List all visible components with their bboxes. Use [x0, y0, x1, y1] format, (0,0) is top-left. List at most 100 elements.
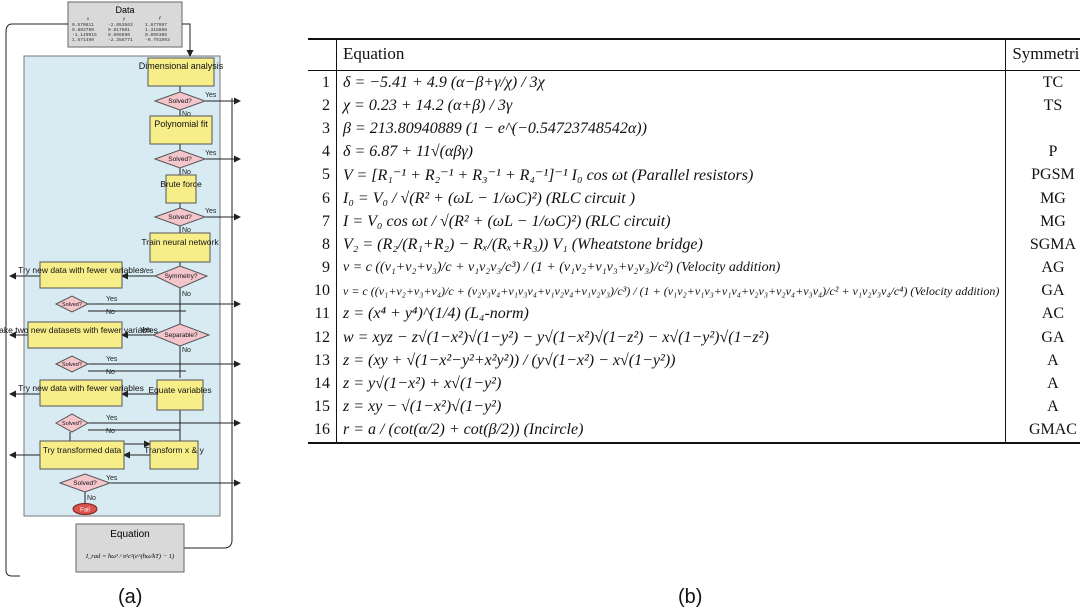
- row-symmetries: A: [1005, 349, 1080, 373]
- step-transform-xy: [149, 440, 199, 470]
- flowchart-figure: Data x y f 0.570611 -2.053563 1.677997 0…: [0, 1, 241, 577]
- no-label: No: [106, 428, 115, 435]
- row-symmetries: GA: [1005, 279, 1080, 303]
- yes-label: Yes: [106, 475, 118, 482]
- step-label: Brute force: [160, 179, 202, 189]
- row-equation: V₂ = (R₂/(R₁+R₂) − Rₓ/(Rₓ+R₃)) V₁ (Wheat…: [343, 235, 703, 253]
- step-label: Try transformed data: [43, 445, 122, 455]
- decision-label: Solved?: [62, 362, 82, 368]
- data-cell: 0.506590: [108, 32, 130, 38]
- decision-label: Solved?: [62, 421, 82, 427]
- row-symmetries: TS: [1005, 94, 1080, 118]
- row-symmetries: SGMA: [1005, 233, 1080, 257]
- data-cell: -2.358771: [108, 37, 133, 43]
- row-equation: V = [R₁⁻¹ + R₂⁻¹ + R₃⁻¹ + R₄⁻¹]⁻¹ I₀ cos…: [343, 167, 754, 185]
- equation-table: Equation Symmetries 1δ = −5.41 + 4.9 (α−…: [308, 38, 1080, 444]
- table-row: 3 β = 213.80940889 (1 − e^(−0.54723748542…: [308, 117, 1080, 141]
- row-symmetries: [1005, 117, 1080, 141]
- step-make-two-datasets: [27, 321, 123, 349]
- step-try-new-data-1: [39, 261, 123, 289]
- data-cell: 0.883780: [72, 27, 94, 33]
- header-symmetries: Symmetries: [1005, 39, 1080, 71]
- row-equation: r = a / (cot(α/2) + cot(β/2)) (Incircle): [343, 421, 584, 439]
- row-number: 14: [308, 372, 337, 396]
- caption-a: (a): [118, 586, 143, 608]
- yes-label: Yes: [205, 92, 217, 99]
- row-equation: χ = 0.23 + 14.2 (α+β) / 3γ: [343, 96, 513, 114]
- data-cell: -0.791993: [145, 37, 170, 43]
- equation-box: Equation I_rad = ħω³ / π²c²(e^(ħω/kT) − …: [75, 523, 185, 573]
- row-symmetries: A: [1005, 395, 1080, 419]
- decision-label: Symmetry?: [165, 273, 198, 280]
- yes-label: Yes: [106, 296, 118, 303]
- row-symmetries: GMAC: [1005, 418, 1080, 443]
- data-cell: 0.817601: [108, 27, 130, 33]
- data-cell: 1.571490: [72, 37, 94, 43]
- no-label: No: [106, 369, 115, 376]
- data-cell: 0.095308: [145, 32, 167, 38]
- row-equation: I = V₀ cos ωt / √(R² + (ωL − 1/ωC)²) (RL…: [343, 212, 671, 230]
- yes-label: Yes: [106, 356, 118, 363]
- row-number: 3: [308, 117, 337, 141]
- data-header: x: [87, 17, 90, 22]
- step-equate-variables: [156, 379, 204, 411]
- step-label: Try new data with fewer variables: [18, 383, 144, 393]
- step-label: Make two new datasets with fewer variabl…: [0, 325, 158, 335]
- data-cell: -2.053563: [108, 22, 133, 28]
- row-number: 1: [308, 70, 337, 95]
- decision-solved: [54, 355, 90, 373]
- row-equation: I₀ = V₀ / √(R² + (ωL − 1/ωC)²) (RLC circ…: [343, 189, 636, 207]
- row-number: 13: [308, 349, 337, 373]
- row-equation: z = xy − √(1−x²)√(1−y²): [343, 398, 502, 416]
- caption-b: (b): [678, 586, 703, 608]
- step-label: Polynomial fit: [154, 119, 208, 129]
- header-number: [308, 39, 337, 71]
- table-row: 7 I = V₀ cos ωt / √(R² + (ωL − 1/ωC)²) (R…: [308, 210, 1080, 234]
- step-label: Equate variables: [148, 385, 211, 395]
- equation-formula: I_rad = ħω³ / π²c²(e^(ħω/kT) − 1): [85, 553, 174, 560]
- data-box-title: Data: [115, 5, 134, 15]
- row-symmetries: GA: [1005, 326, 1080, 350]
- decision-label: Solved?: [62, 302, 82, 308]
- row-number: 6: [308, 186, 337, 211]
- fail-node: [72, 503, 98, 515]
- row-number: 9: [308, 256, 337, 280]
- row-symmetries: AC: [1005, 302, 1080, 327]
- decision-solved: [153, 207, 207, 227]
- row-equation: z = y√(1−x²) + x√(1−y²): [343, 375, 502, 393]
- step-train-neural-network: [149, 232, 211, 263]
- step-polynomial-fit: [149, 115, 213, 145]
- row-symmetries: AG: [1005, 256, 1080, 280]
- decision-solved: [54, 413, 90, 433]
- row-equation: w = xyz − z√(1−x²)√(1−y²) − y√(1−x²)√(1−…: [343, 328, 769, 346]
- row-number: 16: [308, 418, 337, 443]
- yes-label: Yes: [205, 208, 217, 215]
- step-try-transformed: [39, 440, 125, 470]
- decision-label: Solved?: [168, 156, 192, 163]
- row-equation: β = 213.80940889 (1 − e^(−0.54723748542α…: [343, 119, 647, 137]
- step-brute-force: [165, 174, 197, 204]
- yes-label: Yes: [142, 268, 154, 275]
- yes-label: Yes: [106, 415, 118, 422]
- decision-label: Solved?: [168, 98, 192, 105]
- data-cell: 0.570611: [72, 22, 94, 28]
- decision-solved: [58, 473, 112, 493]
- step-label: Train neural network: [141, 237, 219, 247]
- row-number: 7: [308, 210, 337, 234]
- data-box: Data x y f 0.570611 -2.053563 1.677997 0…: [67, 1, 183, 48]
- no-label: No: [182, 169, 191, 176]
- yes-label: Yes: [205, 150, 217, 157]
- decision-solved: [153, 91, 207, 111]
- decision-solved: [54, 295, 90, 313]
- decision-separable: [151, 323, 211, 347]
- fail-label: Fail: [80, 508, 90, 514]
